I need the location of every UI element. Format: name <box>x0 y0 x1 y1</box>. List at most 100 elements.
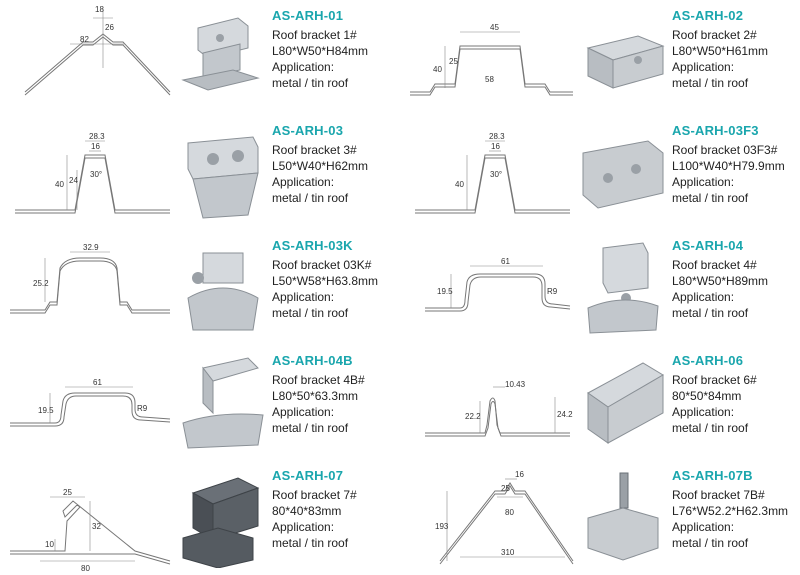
product-code: AS-ARH-04B <box>272 353 353 368</box>
application-value: metal / tin roof <box>272 191 349 205</box>
roof-profile-drawing: 32.9 25.2 <box>10 243 170 314</box>
roof-profile-drawing: 18 26 82 <box>24 5 171 96</box>
product-info: AS-ARH-03F3 Roof bracket 03F3# L100*W40*… <box>672 123 800 206</box>
dim-label: 193 <box>435 522 449 531</box>
dim-label: 32 <box>92 522 101 531</box>
product-name: Roof bracket 4# <box>672 258 757 272</box>
product-card: 25 32 10 80 AS-ARH-07 Roof bracket 7# 80… <box>0 460 400 575</box>
dim-label: 40 <box>455 180 464 189</box>
dim-label: 28.3 <box>489 132 505 141</box>
bracket-image <box>187 136 259 219</box>
product-info: AS-ARH-02 Roof bracket 2# L80*W50*H61mm … <box>672 8 800 91</box>
dim-label: 80 <box>505 508 514 517</box>
product-info: AS-ARH-07 Roof bracket 7# 80*40*83mm App… <box>272 468 400 551</box>
dim-label: 82 <box>80 35 89 44</box>
product-card: 18 26 82 AS-ARH-01 Roof bracket 1# L80*W… <box>0 0 400 115</box>
dim-label: 25 <box>449 57 458 66</box>
product-card: 61 19.5 R9 AS-ARH-04B Roof bracket 4B# L… <box>0 345 400 460</box>
application-label: Application: <box>672 175 735 189</box>
product-size: 80*40*83mm <box>272 504 342 518</box>
dim-label: 24.2 <box>557 410 573 419</box>
product-size: L76*W52.2*H62.3mm <box>672 504 789 518</box>
dim-label: 10.43 <box>505 380 526 389</box>
dim-label: 10 <box>45 540 54 549</box>
product-card: 32.9 25.2 AS-ARH-03K Roof bracket 03K# L… <box>0 230 400 345</box>
product-info: AS-ARH-03K Roof bracket 03K# L50*W58*H63… <box>272 238 400 321</box>
product-info: AS-ARH-06 Roof bracket 6# 80*50*84mm App… <box>672 353 800 436</box>
product-size: L50*W40*H62mm <box>272 159 369 173</box>
product-name: Roof bracket 03F3# <box>672 143 778 157</box>
product-card: 45 25 40 58 AS-ARH-02 Roof bracket 2# L8… <box>400 0 800 115</box>
bracket-image <box>181 17 260 91</box>
dim-label: 30° <box>90 170 102 179</box>
product-info: AS-ARH-03 Roof bracket 3# L50*W40*H62mm … <box>272 123 400 206</box>
bracket-image <box>187 252 259 331</box>
application-value: metal / tin roof <box>672 191 749 205</box>
bracket-image <box>586 35 665 89</box>
application-value: metal / tin roof <box>272 306 349 320</box>
application-label: Application: <box>672 405 735 419</box>
application-label: Application: <box>672 520 735 534</box>
dim-label: 26 <box>105 23 114 32</box>
roof-profile-drawing: 16 25 80 193 310 <box>435 470 574 565</box>
product-code: AS-ARH-07 <box>272 468 344 483</box>
application-value: metal / tin roof <box>672 421 749 435</box>
product-info: AS-ARH-01 Roof bracket 1# L80*W50*H84mm … <box>272 8 400 91</box>
bracket-image <box>587 472 659 561</box>
product-size: L50*W58*H63.8mm <box>272 274 379 288</box>
dim-label: R9 <box>137 404 148 413</box>
roof-profile-drawing: 61 19.5 R9 <box>10 378 171 427</box>
bracket-image <box>587 242 659 334</box>
dim-label: 18 <box>95 5 104 14</box>
bracket-image <box>587 362 664 444</box>
roof-profile-drawing: 61 19.5 R9 <box>425 257 571 312</box>
application-value: metal / tin roof <box>272 421 349 435</box>
dim-label: 32.9 <box>83 243 99 252</box>
product-info: AS-ARH-07B Roof bracket 7B# L76*W52.2*H6… <box>672 468 800 551</box>
product-size: L80*W50*H61mm <box>672 44 769 58</box>
product-name: Roof bracket 1# <box>272 28 357 42</box>
roof-profile-drawing: 28.3 16 40 30° <box>415 132 570 214</box>
application-label: Application: <box>272 290 335 304</box>
dim-label: 25 <box>501 484 510 493</box>
application-label: Application: <box>272 60 335 74</box>
dim-label: 58 <box>485 75 494 84</box>
product-name: Roof bracket 7# <box>272 488 357 502</box>
application-label: Application: <box>272 520 335 534</box>
product-info: AS-ARH-04B Roof bracket 4B# L80*50*63.3m… <box>272 353 400 436</box>
product-size: L100*W40*H79.9mm <box>672 159 785 173</box>
dim-label: 61 <box>501 257 510 266</box>
product-code: AS-ARH-03K <box>272 238 353 253</box>
product-code: AS-ARH-03F3 <box>672 123 759 138</box>
bracket-image <box>582 140 664 209</box>
product-name: Roof bracket 6# <box>672 373 757 387</box>
product-name: Roof bracket 03K# <box>272 258 372 272</box>
dim-label: 19.5 <box>38 406 54 415</box>
dim-label: R9 <box>547 287 558 296</box>
product-name: Roof bracket 2# <box>672 28 757 42</box>
application-label: Application: <box>272 175 335 189</box>
dim-label: 25.2 <box>33 279 49 288</box>
dim-label: 22.2 <box>465 412 481 421</box>
dim-label: 25 <box>63 488 72 497</box>
dim-label: 16 <box>91 142 100 151</box>
dim-label: 80 <box>81 564 90 573</box>
product-card: 16 25 80 193 310 AS-ARH-07B Roof bracket… <box>400 460 800 575</box>
bracket-image <box>182 477 260 568</box>
product-code: AS-ARH-03 <box>272 123 344 138</box>
roof-profile-drawing: 45 25 40 58 <box>410 23 573 96</box>
product-size: 80*50*84mm <box>672 389 742 403</box>
dim-label: 310 <box>501 548 515 557</box>
dim-label: 19.5 <box>437 287 453 296</box>
product-code: AS-ARH-06 <box>672 353 744 368</box>
dim-label: 61 <box>93 378 102 387</box>
application-value: metal / tin roof <box>672 306 749 320</box>
application-value: metal / tin roof <box>672 76 749 90</box>
dim-label: 28.3 <box>89 132 105 141</box>
product-name: Roof bracket 3# <box>272 143 357 157</box>
dim-label: 30° <box>490 170 502 179</box>
dim-label: 40 <box>55 180 64 189</box>
product-card: 28.3 16 40 30° AS-ARH-03F3 Roof bracket … <box>400 115 800 230</box>
roof-profile-drawing: 28.3 16 40 24 30° <box>15 132 170 214</box>
application-value: metal / tin roof <box>272 536 349 550</box>
